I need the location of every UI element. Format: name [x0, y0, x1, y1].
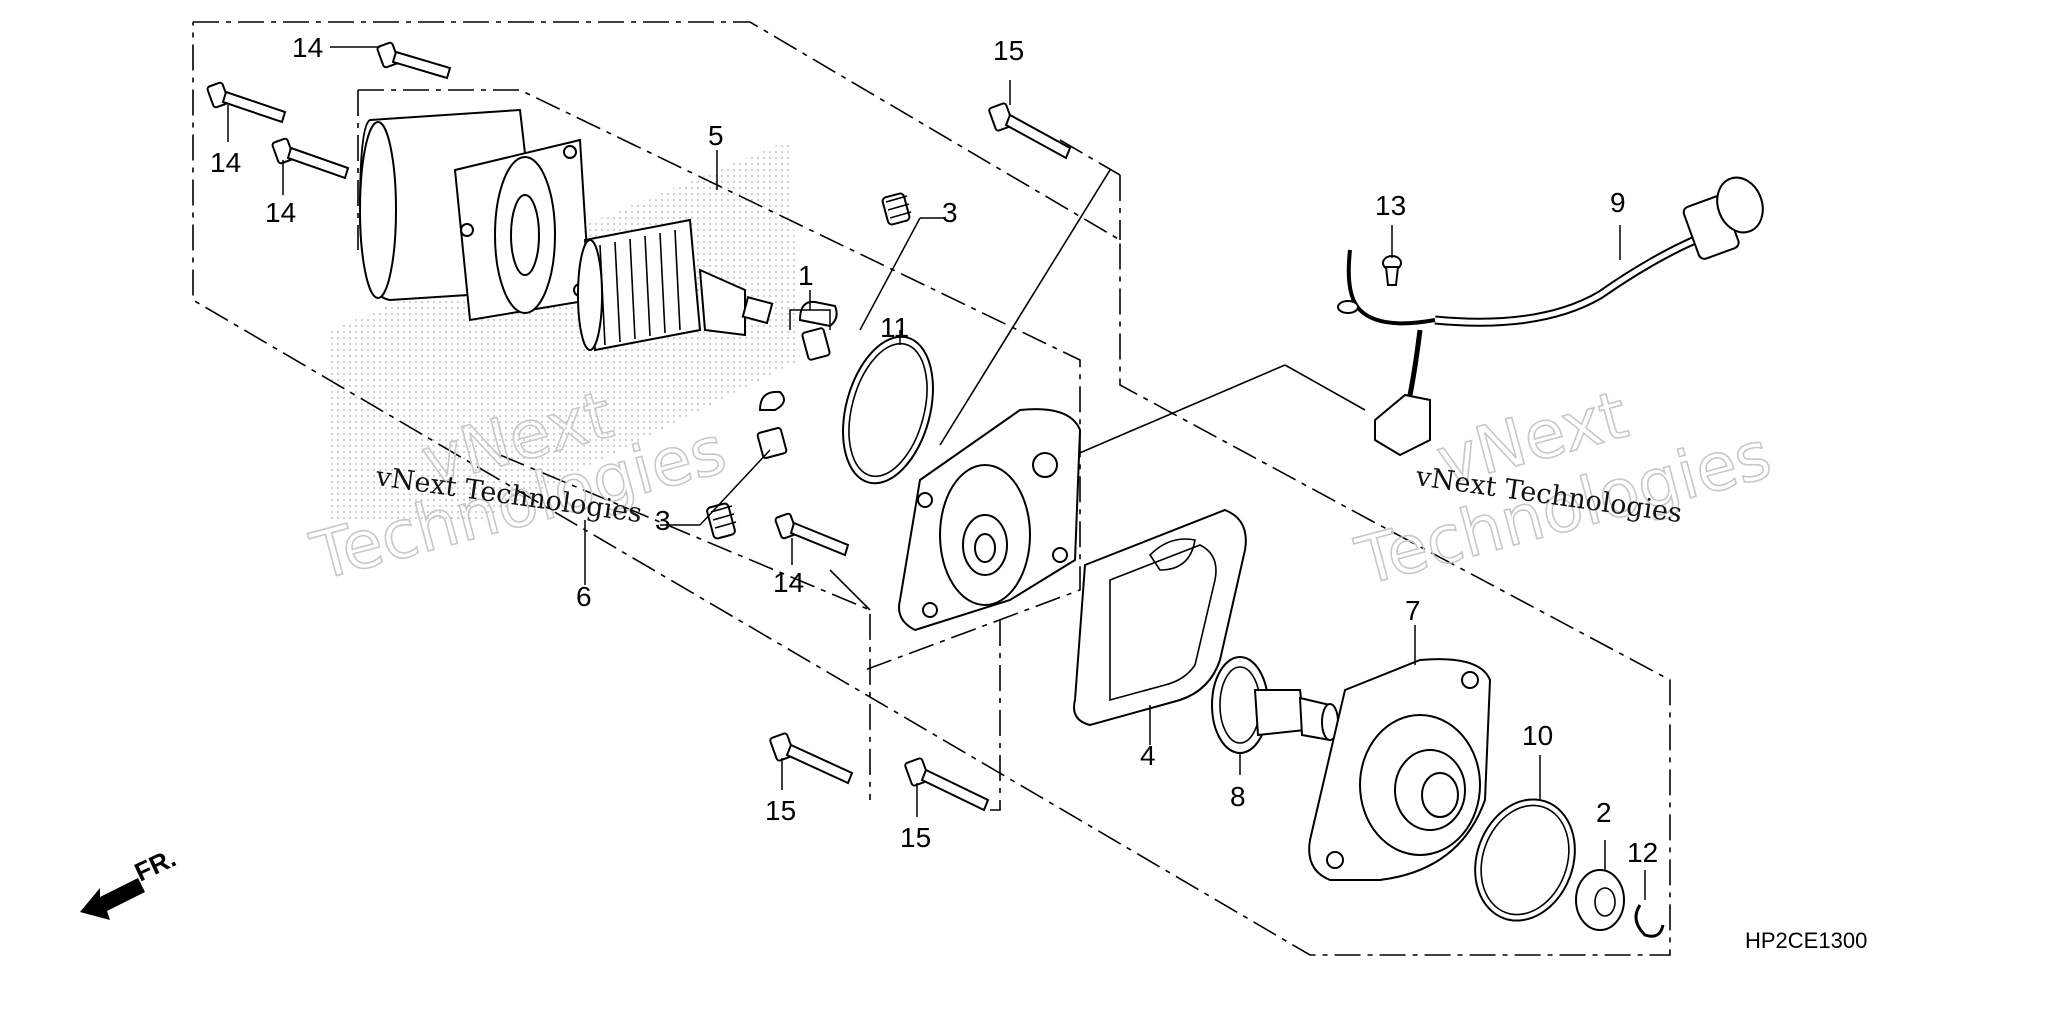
bolt-part-14-c	[271, 137, 350, 180]
bolt-part-15-b	[769, 732, 854, 785]
callout-12: 12	[1627, 837, 1658, 868]
callout-3-lower: 3	[655, 505, 671, 536]
callout-3-upper: 3	[942, 197, 958, 228]
callout-2: 2	[1596, 797, 1612, 828]
leader-lines	[227, 46, 1646, 900]
callout-15-top: 15	[993, 35, 1024, 66]
callout-4: 4	[1140, 740, 1156, 771]
callout-5: 5	[708, 120, 724, 151]
o-ring-part-11	[842, 335, 934, 485]
callout-9: 9	[1610, 187, 1626, 218]
callout-labels: 1 2 3 3 4 5 6 7 8 9 10 11 12 13 14 14 14…	[210, 32, 1658, 868]
callout-11: 11	[880, 312, 909, 343]
callout-14-left-a: 14	[210, 147, 241, 178]
bolt-part-14-d	[774, 512, 850, 557]
callout-15-bottom-a: 15	[765, 795, 796, 826]
front-direction-arrow: FR.	[80, 843, 181, 920]
brush-set-part-1	[756, 300, 838, 459]
circlip-part-12	[1634, 904, 1665, 938]
callout-14-top: 14	[292, 32, 323, 63]
callout-1: 1	[798, 260, 814, 291]
guide-lines	[829, 169, 1366, 611]
end-cover	[898, 408, 1082, 632]
gasket-part-4	[1073, 508, 1247, 727]
callout-14-center: 14	[773, 567, 804, 598]
bolt-part-15-c	[904, 757, 990, 812]
motor-case-part-6	[358, 108, 592, 322]
armature-part-5	[577, 218, 774, 352]
pinion-part-2	[1575, 869, 1625, 931]
callout-14-left-b: 14	[265, 197, 296, 228]
front-arrow-icon	[80, 878, 145, 920]
spring-part-3	[706, 192, 912, 540]
callout-15-bottom-b: 15	[900, 822, 931, 853]
callout-7: 7	[1405, 595, 1421, 626]
wire-harness-part-9	[1337, 176, 1764, 457]
callout-6: 6	[576, 581, 592, 612]
bolt-part-15-a	[988, 102, 1072, 160]
o-ring-part-10	[1474, 798, 1576, 922]
gear-part-8	[1211, 656, 1339, 754]
screw-part-13	[1382, 255, 1402, 286]
callout-8: 8	[1230, 781, 1246, 812]
bolt-part-14-b	[206, 81, 287, 124]
callout-10: 10	[1522, 720, 1553, 751]
bolt-part-14-a	[376, 41, 452, 80]
diagram-code: HP2CE1300	[1745, 928, 1867, 953]
assembly-outline	[192, 21, 1671, 956]
callout-13: 13	[1375, 190, 1406, 221]
gear-housing-part-7	[1308, 658, 1492, 881]
